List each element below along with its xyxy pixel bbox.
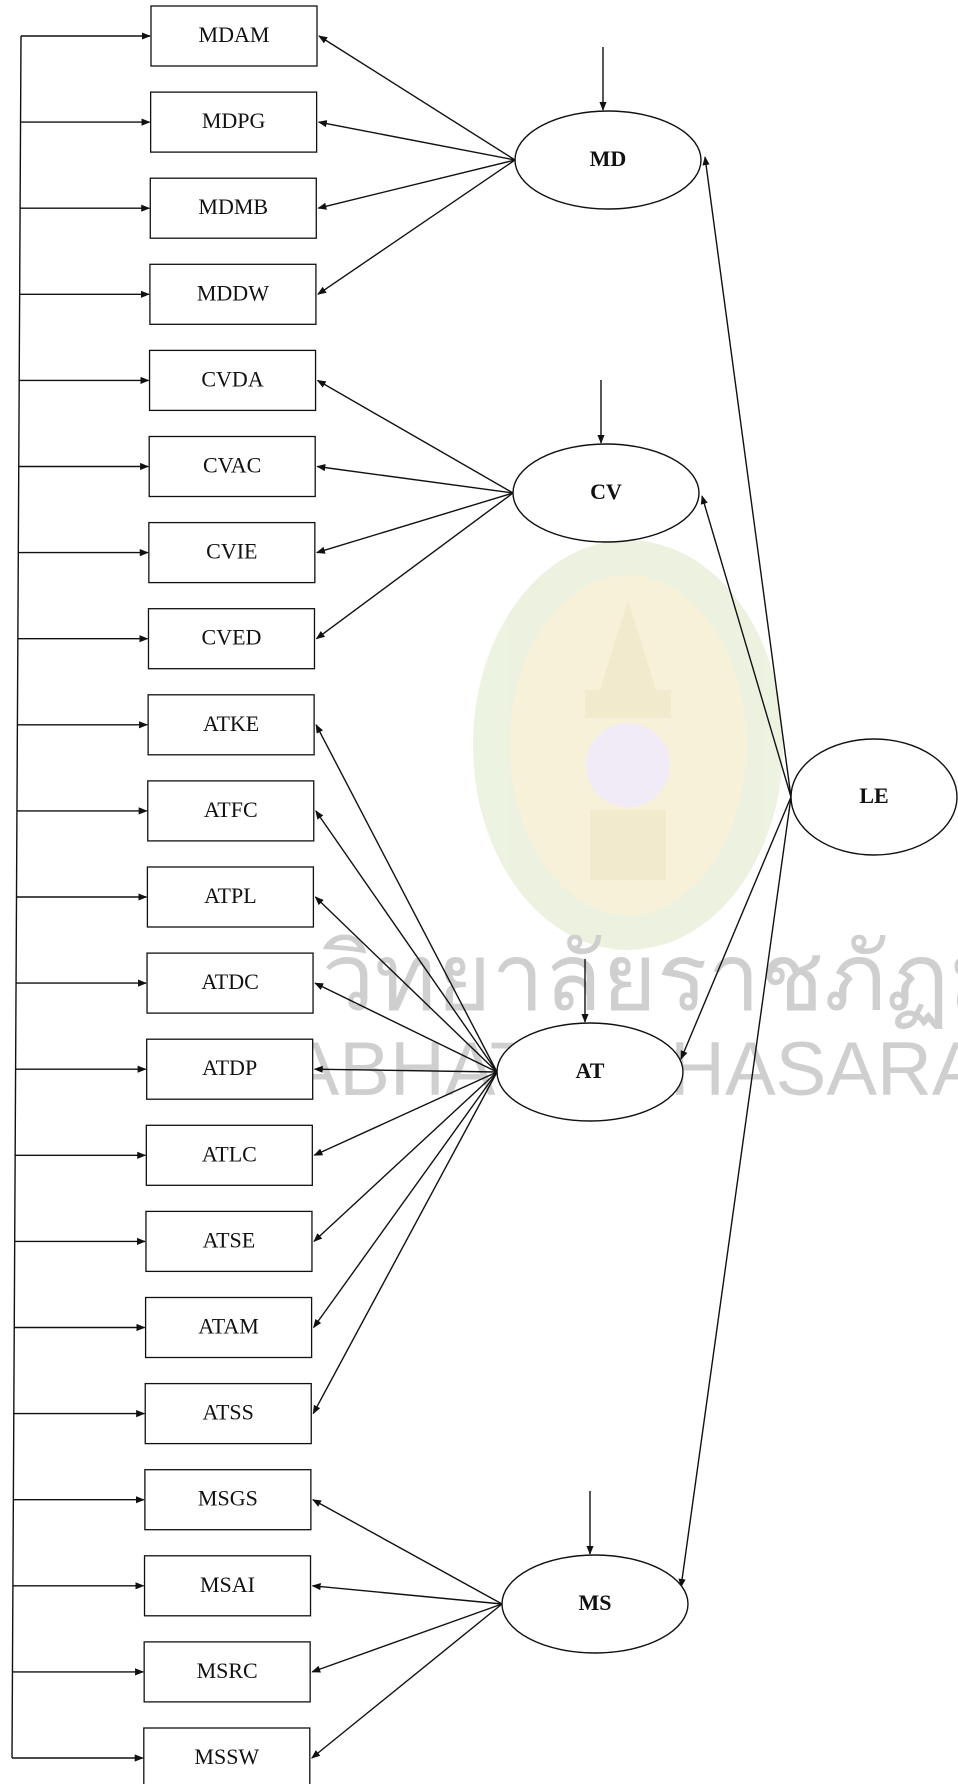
indicator-label: ATDC	[201, 969, 258, 994]
indicator-label: ATLC	[202, 1141, 257, 1166]
indicator-box-atse: ATSE	[145, 1210, 313, 1273]
indicator-box-atke: ATKE	[147, 694, 315, 756]
loading-arrow-cv-cvie	[315, 492, 514, 554]
indicator-label: MDMB	[198, 194, 268, 219]
latent-node-cv: CV	[512, 443, 700, 543]
indicator-label: CVIE	[206, 539, 257, 564]
university-seal-image	[473, 540, 783, 950]
diagram-nodes: MDAM MDPG MDMB MDDW CVDA CVAC CVIE CVED ATKE ATFC…	[143, 5, 958, 1784]
indicator-label: ATSS	[203, 1400, 254, 1425]
loading-arrow-md-mdam	[318, 35, 516, 161]
indicator-label: CVDA	[201, 366, 263, 391]
indicator-label: ATPL	[204, 883, 257, 908]
loading-arrow-cv-cvac	[316, 464, 514, 494]
indicator-box-mdpg: MDPG	[149, 91, 318, 153]
structural-arrow-le-md	[702, 156, 792, 798]
loading-arrow-cv-cved	[315, 492, 514, 640]
latent-label: AT	[576, 1058, 605, 1083]
latent-label: CV	[590, 479, 622, 504]
loading-arrow-ms-mssw	[311, 1603, 503, 1759]
loading-arrow-at-atke	[315, 724, 498, 1073]
loading-arrow-at-atam	[313, 1071, 498, 1329]
indicator-box-mdmb: MDMB	[149, 177, 317, 239]
indicator-box-atpl: ATPL	[146, 866, 315, 928]
loading-arrow-md-mdmb	[317, 159, 516, 210]
loading-arrow-at-atss	[312, 1071, 498, 1415]
latent-node-le: LE	[790, 738, 958, 856]
indicator-box-mssw: MSSW	[143, 1727, 311, 1784]
loading-arrow-cv-cvda	[316, 379, 514, 494]
indicator-box-atam: ATAM	[144, 1296, 313, 1359]
indicator-box-msai: MSAI	[143, 1555, 312, 1617]
indicator-label: MSGS	[198, 1486, 258, 1511]
indicator-label: MSRC	[197, 1658, 258, 1683]
diagram-edges	[11, 32, 792, 1762]
structural-arrow-le-cv	[700, 495, 792, 798]
indicator-box-atdc: ATDC	[146, 952, 314, 1014]
latent-node-md: MD	[514, 110, 702, 210]
indicator-label: ATKE	[203, 711, 259, 736]
indicator-box-atss: ATSS	[144, 1382, 312, 1445]
structural-arrow-le-at	[680, 796, 792, 1060]
indicator-label: MDPG	[202, 108, 266, 133]
loading-arrow-ms-msai	[311, 1582, 503, 1605]
indicator-box-atfc: ATFC	[147, 780, 315, 842]
latent-label: MD	[590, 146, 627, 171]
indicator-label: ATFC	[204, 797, 258, 822]
indicator-label: CVED	[202, 625, 262, 650]
latent-node-at: AT	[496, 1022, 684, 1122]
loading-arrow-at-atfc	[315, 810, 498, 1073]
latent-label: MS	[579, 1590, 612, 1615]
latent-node-ms: MS	[501, 1554, 689, 1654]
loading-arrow-at-atdp	[313, 1065, 498, 1073]
indicator-box-cvda: CVDA	[148, 349, 317, 412]
indicator-label: MSAI	[200, 1572, 255, 1597]
indicator-box-cvac: CVAC	[148, 435, 316, 498]
indicator-box-mdam: MDAM	[150, 5, 318, 67]
loading-arrow-at-atpl	[314, 896, 498, 1073]
loading-arrow-ms-msgs	[312, 1499, 503, 1605]
indicator-label: ATSE	[203, 1227, 256, 1252]
indicator-box-mddw: MDDW	[149, 263, 317, 325]
loading-arrow-at-atlc	[313, 1071, 498, 1156]
indicator-label: ATAM	[198, 1314, 259, 1339]
loading-arrow-at-atse	[313, 1071, 498, 1243]
indicator-label: MDDW	[197, 280, 269, 305]
structural-arrow-le-ms	[678, 796, 792, 1588]
indicator-box-cvie: CVIE	[148, 521, 316, 584]
indicator-box-atlc: ATLC	[145, 1124, 313, 1186]
indicator-label: MDAM	[199, 22, 270, 47]
error-covariance-bus	[11, 35, 22, 1759]
latent-label: LE	[859, 783, 888, 808]
indicator-box-cved: CVED	[147, 608, 316, 670]
indicator-label: ATDP	[202, 1055, 257, 1080]
loading-arrow-ms-msrc	[311, 1603, 503, 1673]
indicator-label: MSSW	[194, 1744, 259, 1769]
indicator-box-msgs: MSGS	[144, 1469, 312, 1531]
indicator-box-msrc: MSRC	[143, 1641, 311, 1703]
indicator-box-atdp: ATDP	[146, 1038, 314, 1100]
loading-arrow-md-mddw	[317, 159, 516, 295]
loading-arrow-at-atdc	[314, 982, 498, 1073]
indicator-label: CVAC	[203, 453, 261, 478]
loading-arrow-md-mdpg	[317, 120, 516, 161]
